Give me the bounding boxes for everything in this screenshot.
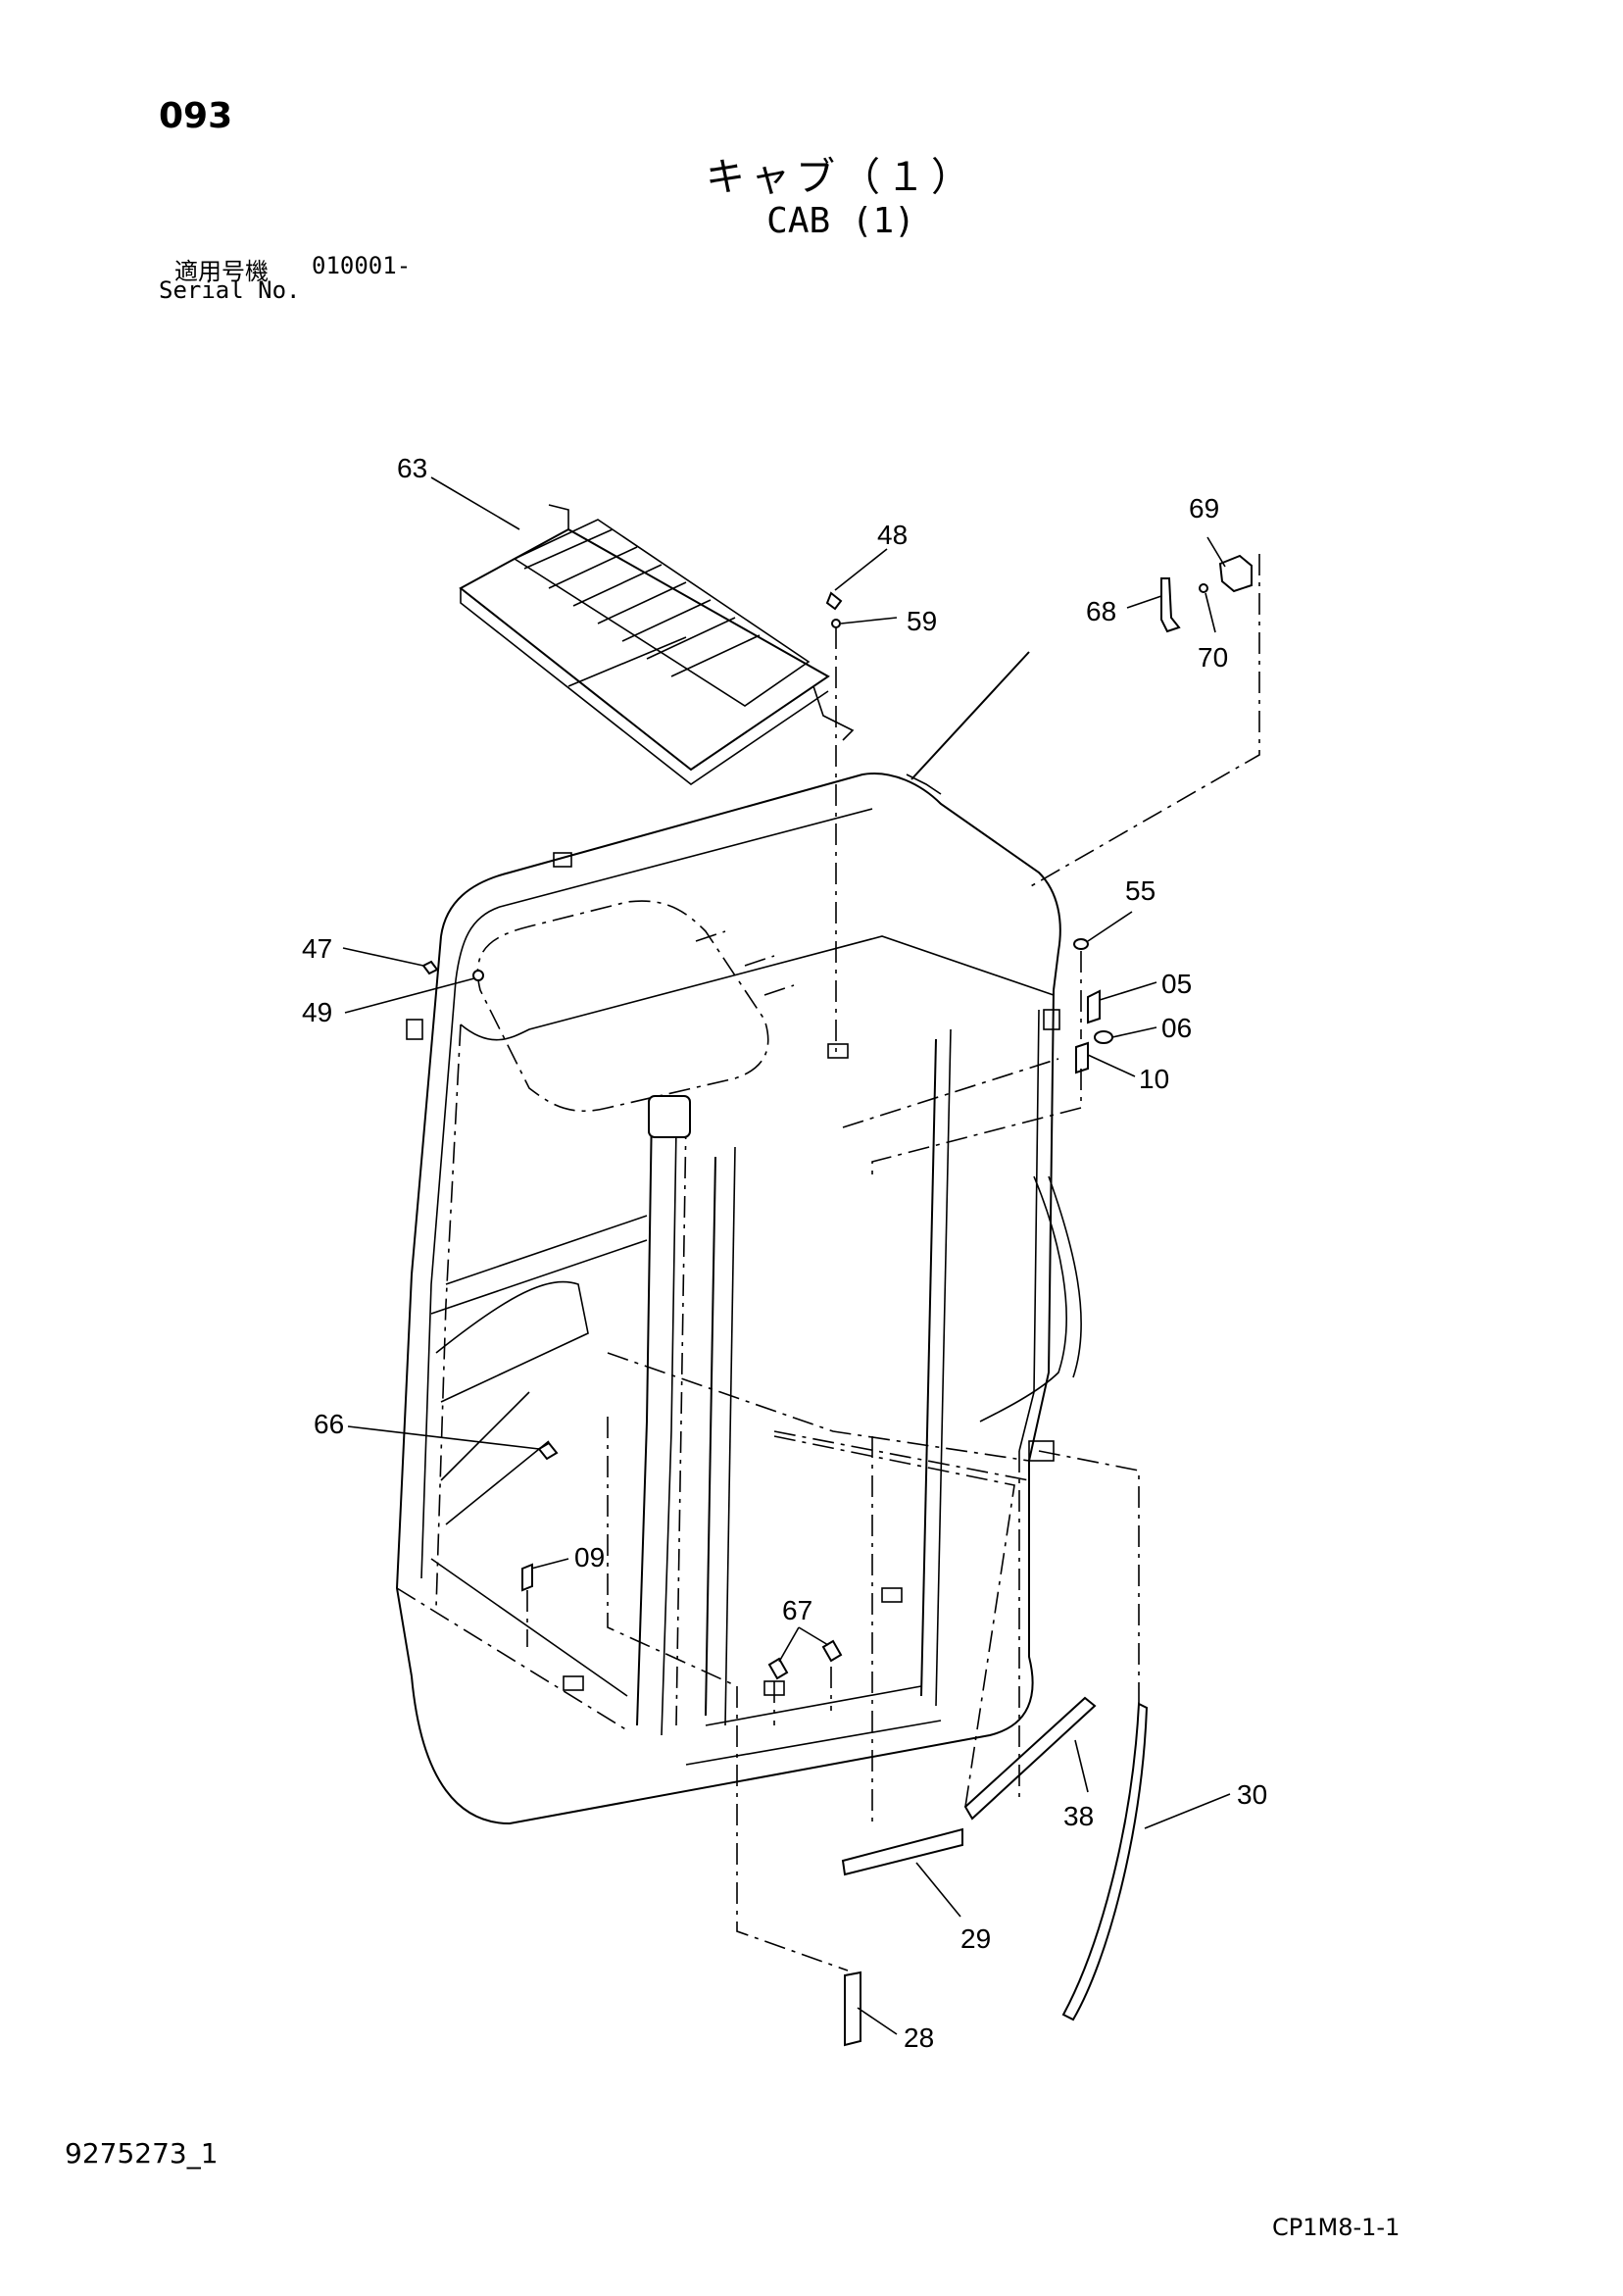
left-bolts-parts	[421, 960, 484, 981]
lower-bolts-parts	[521, 1441, 559, 1647]
callout-70: 70	[1198, 642, 1228, 673]
callout-48: 48	[877, 520, 908, 550]
title-english: CAB (1)	[766, 201, 915, 241]
callout-55: 55	[1125, 875, 1156, 906]
callout-38: 38	[1063, 1801, 1094, 1831]
weather-strip-parts	[607, 1417, 1149, 2047]
callout-67: 67	[782, 1595, 812, 1625]
serial-label-japanese: 適用号機	[174, 258, 269, 285]
callout-labels: 63 48 59 69 68 70 55 05 06 10 47 49 66 0…	[302, 453, 1267, 2053]
callout-47: 47	[302, 933, 332, 964]
antenna-part	[906, 651, 1030, 795]
callout-06: 06	[1161, 1013, 1192, 1043]
part-67-clips	[767, 1639, 843, 1725]
callout-29: 29	[960, 1923, 991, 1954]
callout-09: 09	[574, 1542, 605, 1572]
roof-fasteners	[825, 591, 843, 1059]
roof-panel-part	[459, 504, 855, 785]
cab-frame	[395, 773, 1082, 1825]
page-number: 093	[159, 96, 233, 136]
callout-63: 63	[397, 453, 427, 483]
document-id: 9275273_1	[65, 2137, 219, 2170]
serial-value: 010001-	[312, 252, 412, 279]
callout-49: 49	[302, 997, 332, 1027]
callout-69: 69	[1189, 493, 1219, 524]
latch-hardware-parts	[1028, 554, 1260, 888]
leader-lines	[342, 476, 1231, 2035]
right-bolts-parts	[871, 938, 1113, 1176]
callout-05: 05	[1161, 969, 1192, 999]
callout-28: 28	[904, 2022, 934, 2053]
callout-68: 68	[1086, 596, 1116, 626]
callout-10: 10	[1139, 1064, 1169, 1094]
serial-label-english: Serial No.	[159, 276, 301, 304]
page-code: CP1M8-1-1	[1272, 2214, 1401, 2241]
callout-66: 66	[314, 1409, 344, 1439]
callout-59: 59	[907, 606, 937, 636]
callout-30: 30	[1237, 1779, 1267, 1810]
title-japanese: キャブ（１）	[706, 155, 976, 200]
